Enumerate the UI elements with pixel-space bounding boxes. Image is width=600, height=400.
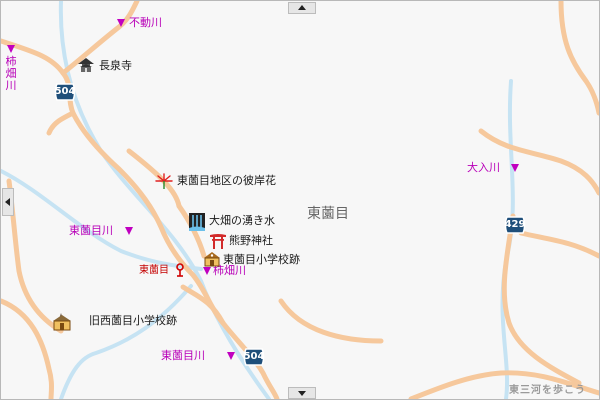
river-label-fudo: 不動川 xyxy=(129,16,162,29)
river-label-kakihata-vertical: 柿畑川 xyxy=(5,55,17,92)
route-shield-icon xyxy=(243,348,265,366)
school-icon[interactable] xyxy=(51,311,73,331)
temple-icon[interactable] xyxy=(77,57,95,73)
route-shield-icon xyxy=(54,83,76,101)
route-shield-504-south: 504 xyxy=(243,348,265,366)
river-marker-icon xyxy=(117,19,125,27)
place-label-shrine[interactable]: 熊野神社 xyxy=(229,234,273,247)
pan-south-button[interactable] xyxy=(288,387,316,399)
river-label-oiri: 大入川 xyxy=(467,161,500,174)
river-marker-icon xyxy=(7,45,15,53)
river-label-higashi-sonome-south: 東薗目川 xyxy=(161,349,205,362)
river-label-kakihata: 柿畑川 xyxy=(213,264,246,277)
route-shield-429: 429 xyxy=(504,216,526,234)
place-label-school[interactable]: 東薗目小学校跡 xyxy=(223,253,300,266)
marker-label[interactable]: 東薗目 xyxy=(139,265,169,276)
place-label-old-school[interactable]: 旧西薗目小学校跡 xyxy=(89,314,177,327)
place-label-chosenji[interactable]: 長泉寺 xyxy=(99,59,132,72)
waterfall-icon[interactable] xyxy=(189,213,205,231)
river-label-higashi-sonome: 東薗目川 xyxy=(69,224,113,237)
route-shield-504-north: 504 xyxy=(54,83,76,101)
pan-west-button[interactable] xyxy=(2,188,14,216)
arrow-left-icon xyxy=(5,198,10,206)
site-watermark: 東三河を歩こう xyxy=(509,385,586,396)
river-marker-icon xyxy=(227,352,235,360)
river-marker-icon xyxy=(203,267,211,275)
torii-icon[interactable] xyxy=(209,233,227,249)
school-icon[interactable] xyxy=(203,251,221,267)
flower-icon[interactable] xyxy=(155,173,173,189)
arrow-down-icon xyxy=(298,391,306,396)
area-label: 東薗目 xyxy=(307,206,349,222)
place-label-spring[interactable]: 大畑の湧き水 xyxy=(209,214,275,227)
route-shield-icon xyxy=(504,216,526,234)
river-marker-icon xyxy=(125,227,133,235)
location-pin-icon[interactable] xyxy=(175,263,185,277)
pan-north-button[interactable] xyxy=(288,2,316,14)
place-label-higanbana[interactable]: 東薗目地区の彼岸花 xyxy=(177,174,276,187)
arrow-up-icon xyxy=(298,5,306,10)
river-marker-icon xyxy=(511,164,519,172)
